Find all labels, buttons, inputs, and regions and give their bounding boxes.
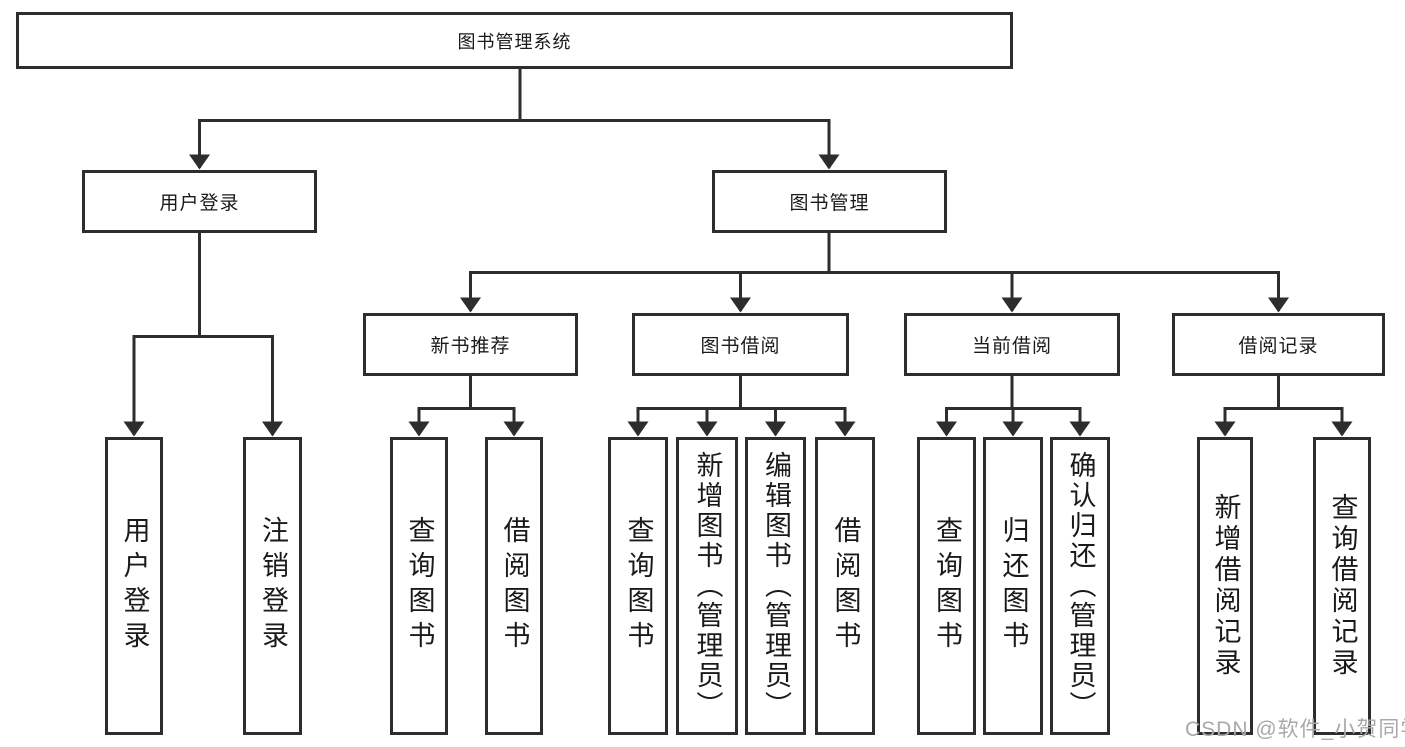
leaf-logout: 注销登录 [243, 437, 302, 735]
node-book-management: 图书管理 [712, 170, 947, 233]
node-current-borrowing: 当前借阅 [904, 313, 1120, 376]
leaf-query-books-recommendation: 查询图书 [390, 437, 448, 735]
node-new-book-recommendation: 新书推荐 [363, 313, 578, 376]
node-user-login: 用户登录 [82, 170, 317, 233]
node-book-borrowing: 图书借阅 [632, 313, 849, 376]
leaf-query-books-current: 查询图书 [917, 437, 976, 735]
leaf-confirm-return-admin: 确认归还（管理员） [1050, 437, 1110, 735]
leaf-query-borrowing-record: 查询借阅记录 [1313, 437, 1371, 735]
node-borrowing-records: 借阅记录 [1172, 313, 1385, 376]
leaf-borrow-books: 借阅图书 [815, 437, 875, 735]
leaf-borrow-books-recommendation: 借阅图书 [485, 437, 543, 735]
leaf-query-books-borrowing: 查询图书 [608, 437, 668, 735]
node-library-management-system: 图书管理系统 [16, 12, 1013, 69]
leaf-add-borrowing-record: 新增借阅记录 [1197, 437, 1253, 735]
leaf-user-login: 用户登录 [105, 437, 163, 735]
leaf-add-books-admin: 新增图书（管理员） [676, 437, 738, 735]
csdn-watermark: CSDN @软件_小贺同学 [1185, 718, 1405, 741]
leaf-edit-books-admin: 编辑图书（管理员） [745, 437, 806, 735]
leaf-return-books: 归还图书 [983, 437, 1043, 735]
